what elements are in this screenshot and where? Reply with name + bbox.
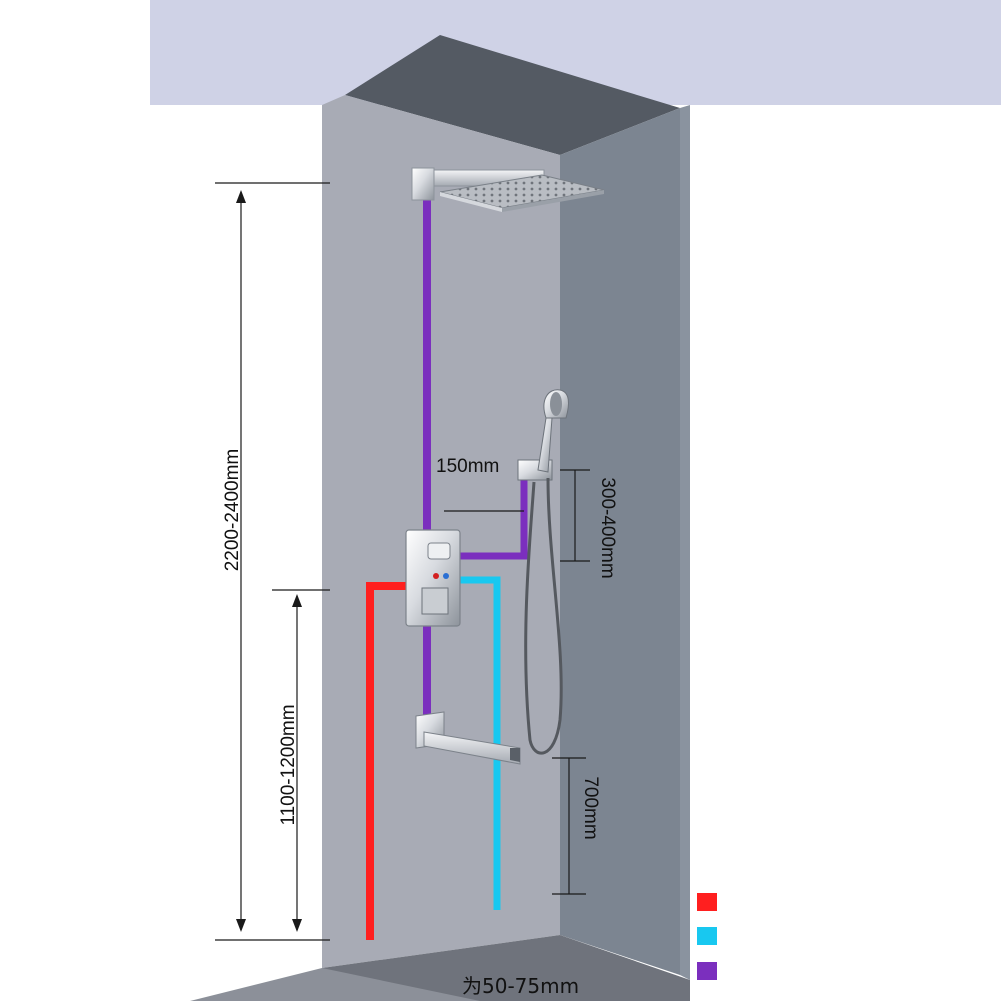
tub-spout [415, 711, 521, 765]
cold-water-pipe [455, 576, 501, 910]
arrowheads [236, 190, 302, 932]
legend-cold-swatch [697, 927, 717, 945]
pipe-color-legend [697, 893, 717, 980]
arrow-down-icon [292, 919, 302, 932]
hand-shower-face [550, 392, 562, 416]
diverter-knob [427, 542, 451, 560]
wall-flange [411, 167, 435, 201]
ceiling [150, 0, 1001, 105]
bottom-note: 为50-75mm [462, 974, 579, 998]
total-height-label: 2200-2400mm [222, 449, 243, 572]
mixer-valve [405, 529, 461, 627]
arrow-down-icon [236, 919, 246, 932]
shower-head-edge [440, 192, 502, 212]
mixed-water-pipe-hand-shower [458, 476, 528, 560]
spout-body [423, 731, 521, 765]
hand-shower-hose [524, 477, 563, 755]
hand-shower-offset-label: 150mm [436, 456, 499, 477]
spout-tip [510, 748, 520, 762]
shower-head-edge-right [502, 190, 604, 212]
slide-bar-height-label: 300-400mm [597, 477, 618, 578]
mixer-height-label: 1100-1200mm [278, 704, 299, 825]
dimension-lines [215, 182, 590, 941]
hot-water-pipe [366, 582, 415, 940]
arrow-up-icon [236, 190, 246, 203]
mixer-lever [421, 587, 449, 615]
right-wall-edge [680, 105, 690, 980]
hand-shower [517, 389, 569, 755]
legend-mixed-swatch [697, 962, 717, 980]
rain-shower-head [411, 167, 605, 212]
legend-hot-swatch [697, 893, 717, 911]
ceiling-recess [345, 35, 680, 155]
right-wall [560, 108, 680, 975]
arrow-up-icon [292, 594, 302, 607]
spout-height-label: 700mm [580, 776, 601, 839]
floor-front [190, 968, 480, 1001]
hot-indicator-icon [433, 573, 439, 579]
floor-back [322, 935, 690, 1001]
cold-indicator-icon [443, 573, 449, 579]
pipes [366, 200, 528, 940]
